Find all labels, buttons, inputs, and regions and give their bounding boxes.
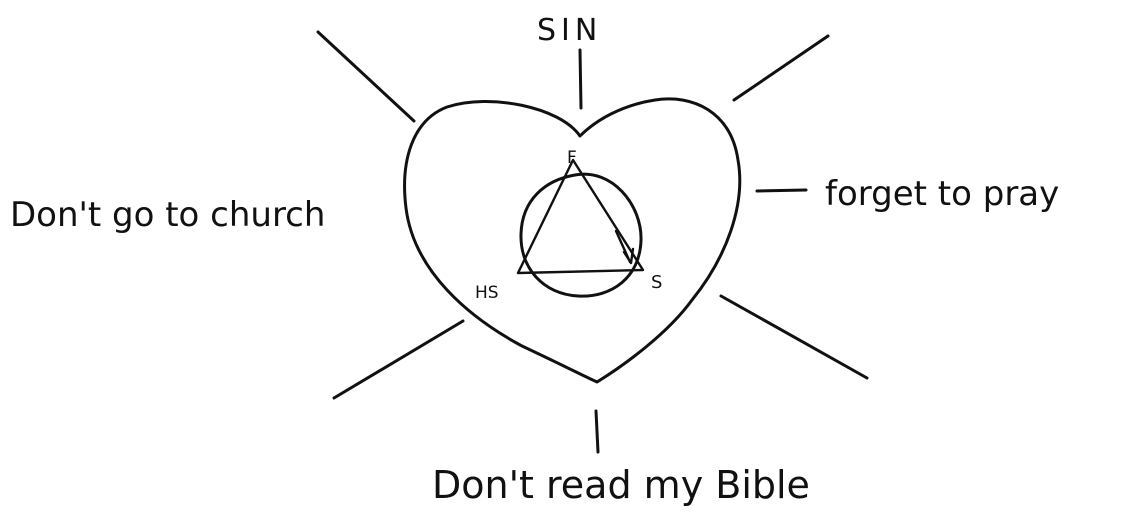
ray-upper-right — [734, 36, 828, 100]
trinity-triangle — [518, 160, 643, 273]
ray-right — [757, 190, 806, 191]
vertex-label-top: F — [567, 148, 577, 168]
vertex-label-right: S — [651, 272, 662, 293]
ray-top — [580, 50, 581, 108]
inner-circle — [521, 174, 641, 296]
ray-lower-right — [721, 296, 867, 378]
label-sin: SIN — [537, 13, 602, 48]
label-church: Don't go to church — [10, 195, 325, 235]
ray-lower-left — [334, 321, 463, 398]
triangle-arrow — [616, 231, 633, 263]
ray-bottom — [596, 411, 598, 452]
heart-outline — [405, 99, 740, 382]
label-bible: Don't read my Bible — [432, 463, 810, 507]
ray-upper-left — [318, 32, 414, 121]
vertex-label-left: HS — [475, 283, 499, 303]
label-pray: forget to pray — [825, 174, 1059, 214]
ray-lines — [318, 32, 867, 452]
